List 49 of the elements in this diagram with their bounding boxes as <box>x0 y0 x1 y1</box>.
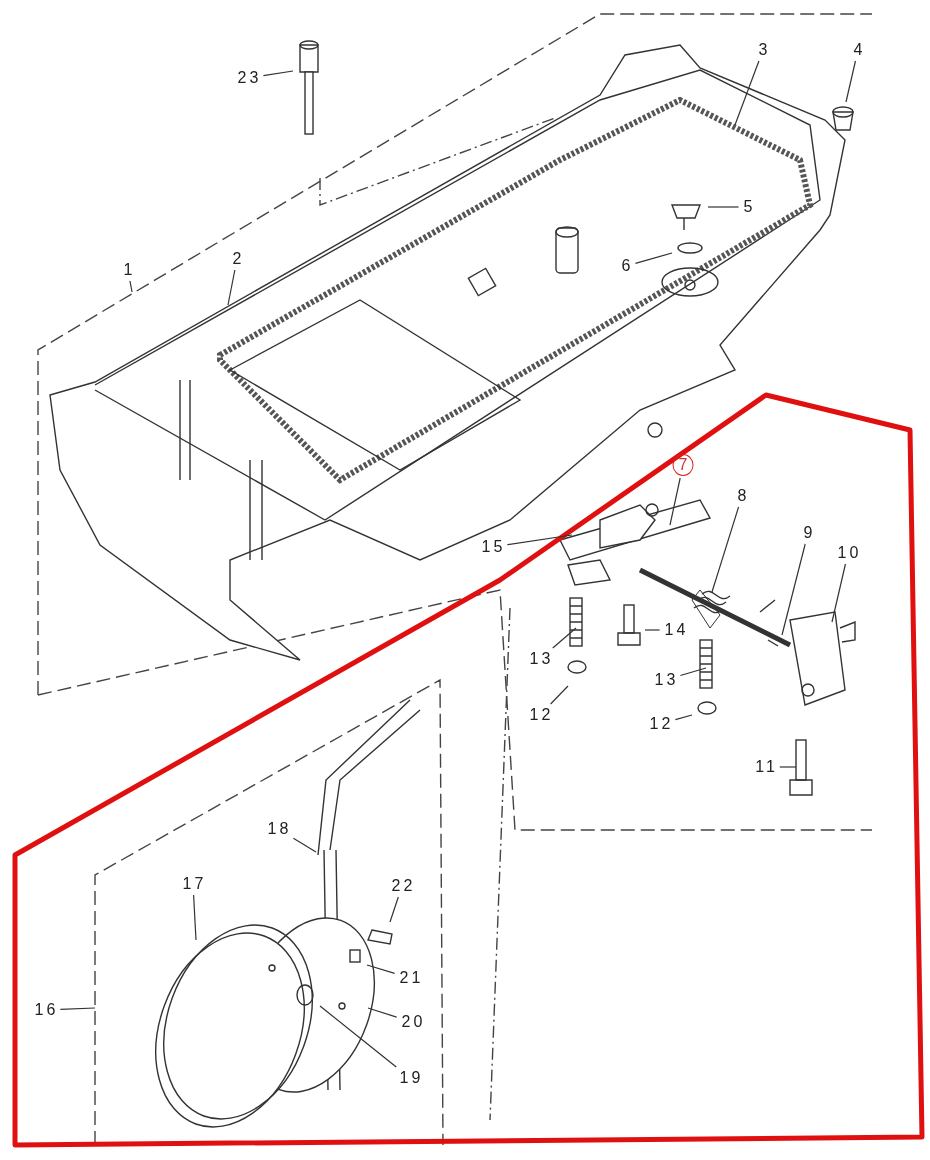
callout-number: 12 <box>646 715 674 733</box>
callout-number: 10 <box>834 544 862 562</box>
callout-number: 22 <box>388 877 416 895</box>
leader-line <box>634 252 673 264</box>
leader-line <box>59 1007 96 1010</box>
leader-line <box>292 837 317 853</box>
callout-number: 15 <box>478 538 506 556</box>
callout-number: 12 <box>526 706 554 724</box>
leader-line <box>319 1005 397 1068</box>
leader-line <box>711 506 740 593</box>
callout-number: 14 <box>661 621 689 639</box>
leader-line <box>734 60 760 126</box>
leader-line <box>129 280 133 293</box>
leader-line <box>227 269 236 306</box>
callout-number: 21 <box>396 969 424 987</box>
callout-number: 5 <box>740 198 756 216</box>
leader-line <box>674 714 693 721</box>
leader-line <box>552 627 577 649</box>
leader-line <box>389 896 399 923</box>
leader-line <box>707 206 740 208</box>
callout-number: 20 <box>398 1013 426 1031</box>
callout-number: 6 <box>618 257 634 275</box>
callout-number: 17 <box>179 875 207 893</box>
callout-number: 16 <box>31 1001 59 1019</box>
callout-number: 1 <box>120 261 136 279</box>
callout-number: 4 <box>850 41 866 59</box>
leader-line <box>831 563 847 623</box>
leader-line <box>506 534 573 546</box>
leader-line <box>845 60 857 103</box>
callout-number: 19 <box>396 1069 424 1087</box>
callout-number: 18 <box>264 820 292 838</box>
callout-number: 3 <box>755 41 771 59</box>
leader-line <box>679 667 707 677</box>
leader-line <box>193 894 197 941</box>
leader-line <box>779 766 797 768</box>
leader-line <box>367 1007 398 1018</box>
callout-number: 13 <box>526 650 554 668</box>
leader-line <box>550 685 569 705</box>
callout-number: 23 <box>234 69 262 87</box>
leader-line <box>669 477 681 526</box>
callout-number: 13 <box>651 671 679 689</box>
callout-number: 11 <box>752 758 778 776</box>
callout-number: 9 <box>800 524 816 542</box>
callout-number: 2 <box>229 250 245 268</box>
leader-line <box>781 543 806 636</box>
callout-number: 8 <box>734 487 750 505</box>
leader-line <box>366 964 396 974</box>
leader-line <box>262 70 294 77</box>
leader-line <box>644 629 661 631</box>
